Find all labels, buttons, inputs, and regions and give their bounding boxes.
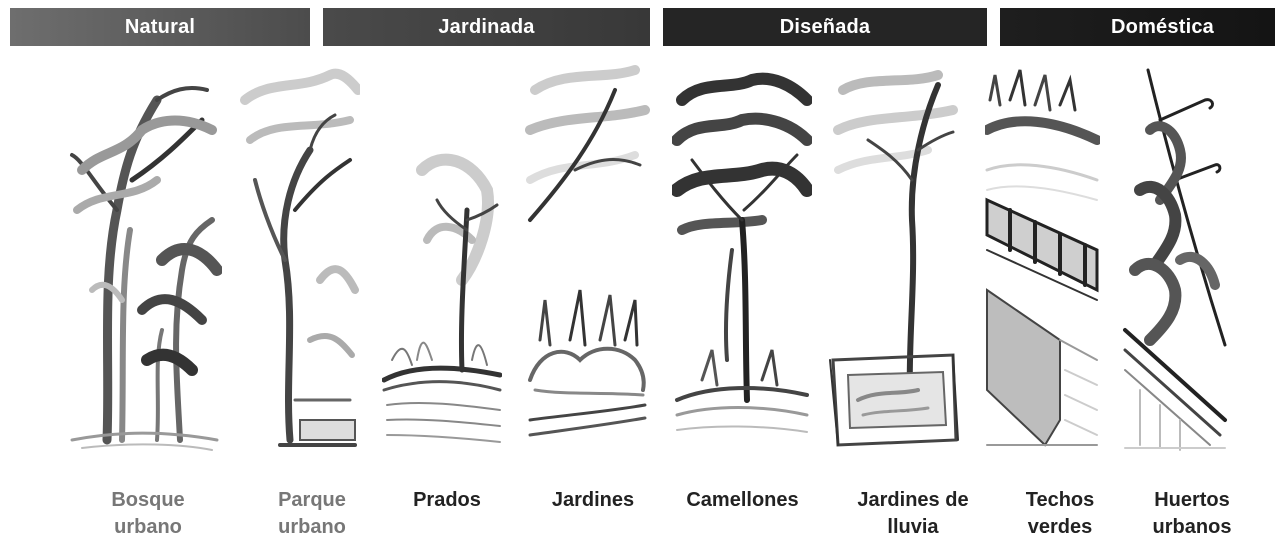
green-roof-sketch (985, 60, 1100, 455)
urban-park-sketch (240, 60, 360, 455)
green-roof-illustration (985, 60, 1100, 455)
urban-park-illustration (240, 60, 360, 455)
rain-garden-illustration (828, 60, 960, 455)
garden-illustration (525, 60, 650, 455)
category-label-domestica: Doméstica (1111, 16, 1214, 39)
item-label-jardines: Jardines (533, 487, 653, 514)
meadow-sketch (382, 60, 502, 455)
garden-sketch (525, 60, 650, 455)
rain-garden-sketch (828, 60, 960, 455)
urban-forest-sketch (62, 60, 222, 455)
item-label-techos-verdes: Techos verdes (1000, 487, 1120, 541)
item-label-parque-urbano: Parque urbano (252, 487, 372, 541)
category-label-jardinada: Jardinada (438, 16, 534, 39)
urban-orchard-sketch (1120, 60, 1230, 455)
category-label-natural: Natural (125, 16, 195, 39)
median-strip-illustration (672, 60, 812, 455)
item-label-huertos-urbanos: Huertos urbanos (1132, 487, 1252, 541)
item-label-bosque-urbano: Bosque urbano (88, 487, 208, 541)
meadow-illustration (382, 60, 502, 455)
item-label-camellones: Camellones (670, 487, 815, 514)
category-label-disenada: Diseñada (780, 16, 871, 39)
urban-forest-illustration (62, 60, 222, 455)
urban-orchard-illustration (1120, 60, 1230, 455)
item-label-prados: Prados (387, 487, 507, 514)
category-band-jardinada: Jardinada (323, 8, 650, 46)
median-strip-sketch (672, 60, 812, 455)
category-band-natural: Natural (10, 8, 310, 46)
item-label-jardines-de-lluvia: Jardines de lluvia (838, 487, 988, 541)
category-band-domestica: Doméstica (1000, 8, 1275, 46)
category-band-disenada: Diseñada (663, 8, 987, 46)
